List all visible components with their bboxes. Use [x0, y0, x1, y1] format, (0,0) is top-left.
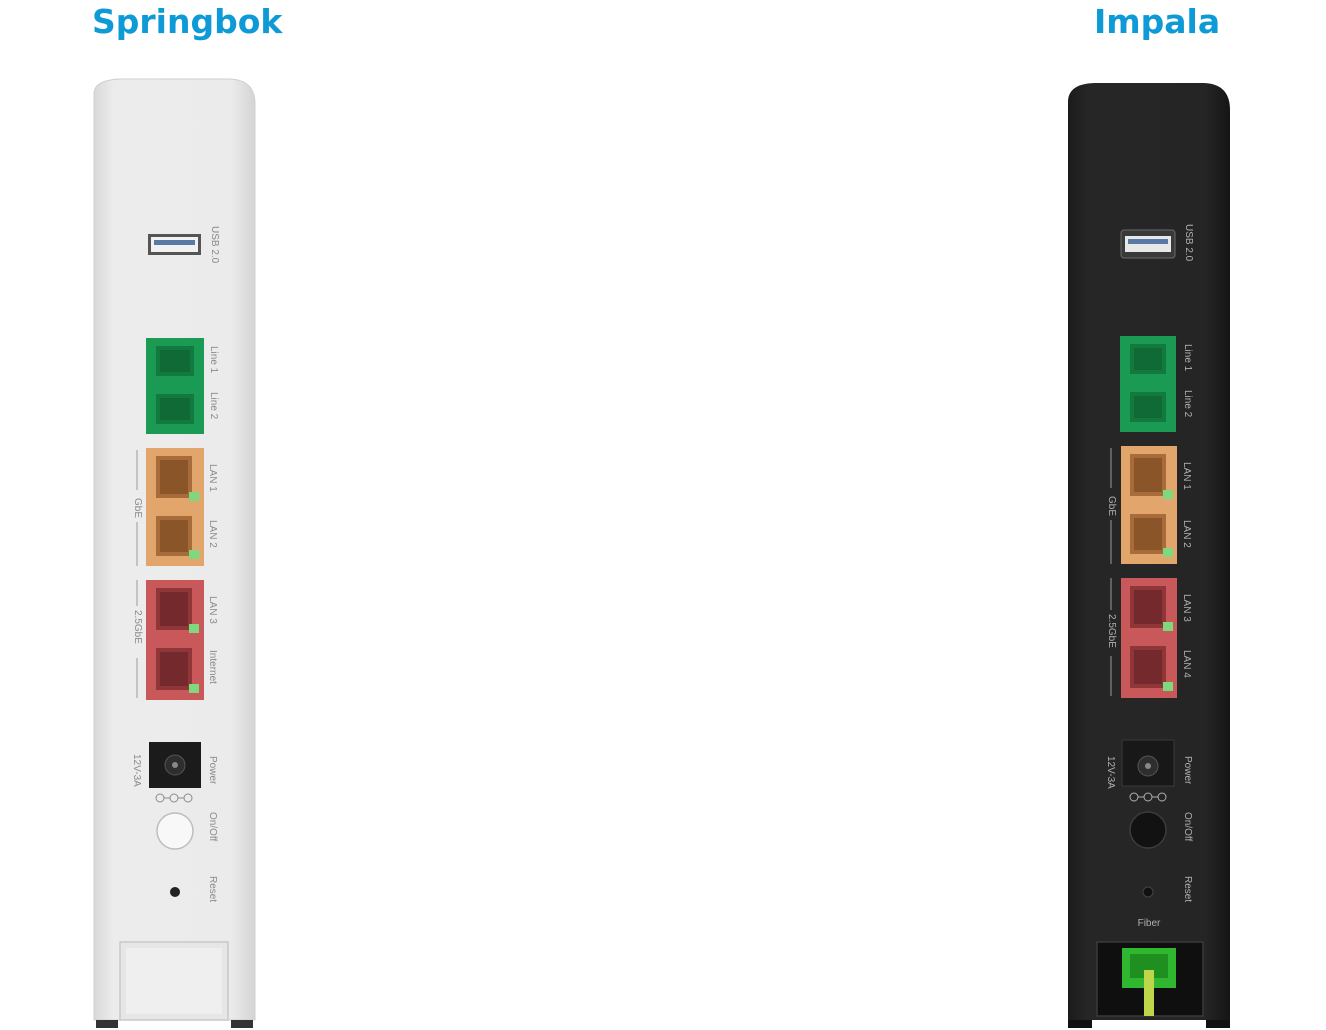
lan-2-led — [189, 550, 199, 559]
multi-gbe-group-label: 2.5GbE — [1106, 614, 1117, 648]
lan-1-led — [189, 492, 199, 501]
on-off-button[interactable] — [156, 812, 194, 850]
voltage-label: 12V-3A — [131, 754, 142, 787]
polarity-icon — [155, 793, 193, 803]
gbe-group-label: GbE — [1106, 496, 1117, 516]
usb-label: USB 2.0 — [209, 226, 220, 264]
on-off-label: On/Off — [207, 812, 218, 841]
fiber-port[interactable] — [1096, 941, 1204, 1017]
phone-jack-line-1[interactable] — [146, 338, 204, 386]
lan-1-port[interactable] — [146, 448, 204, 508]
power-label: Power — [207, 756, 218, 785]
reset-pinhole[interactable] — [170, 887, 180, 897]
internet-label: Internet — [207, 650, 218, 684]
lan-2-label: LAN 2 — [1181, 520, 1192, 548]
lan-4-label: LAN 4 — [1181, 650, 1192, 678]
lan-4-port[interactable] — [1121, 638, 1177, 698]
lan-4-led — [1163, 682, 1173, 691]
usb-label: USB 2.0 — [1183, 224, 1194, 262]
voltage-label: 12V-3A — [1105, 756, 1116, 789]
phone-jack-line-2[interactable] — [1120, 384, 1176, 432]
lan-2-label: LAN 2 — [207, 520, 218, 548]
lan-1-led — [1163, 490, 1173, 499]
internet-port[interactable] — [146, 640, 204, 700]
line-2-label: Line 2 — [208, 392, 219, 420]
power-jack[interactable] — [149, 742, 201, 788]
lan-1-label: LAN 1 — [1181, 462, 1192, 490]
fiber-label: Fiber — [1138, 918, 1161, 929]
reset-label: Reset — [1182, 876, 1193, 902]
impala-title: Impala — [1094, 2, 1221, 41]
line-2-label: Line 2 — [1182, 390, 1193, 418]
usb-port[interactable] — [148, 234, 201, 255]
lan-3-port[interactable] — [146, 580, 204, 640]
springbok-title: Springbok — [92, 2, 283, 41]
lan-3-led — [189, 624, 199, 633]
lan-1-port[interactable] — [1121, 446, 1177, 506]
springbok-router-rear: USB 2.0 Line 1 Line 2 GbE LAN 1 LAN 2 2.… — [90, 76, 260, 1030]
on-off-button[interactable] — [1129, 811, 1167, 849]
lan-3-led — [1163, 622, 1173, 631]
fiber-cable — [1144, 970, 1154, 1016]
lan-2-port[interactable] — [1121, 506, 1177, 564]
power-label: Power — [1182, 756, 1193, 785]
reset-pinhole[interactable] — [1142, 886, 1154, 898]
bottom-cover-plate — [119, 941, 229, 1021]
usb-port[interactable] — [1120, 229, 1176, 259]
impala-router-rear: USB 2.0 Line 1 Line 2 GbE LAN 1 LAN 2 2.… — [1064, 80, 1234, 1030]
internet-led — [189, 684, 199, 693]
power-jack[interactable] — [1121, 739, 1175, 787]
gbe-group-label: GbE — [132, 498, 143, 518]
reset-label: Reset — [207, 876, 218, 902]
lan-2-port[interactable] — [146, 508, 204, 566]
lan-3-label: LAN 3 — [1181, 594, 1192, 622]
line-1-label: Line 1 — [1182, 344, 1193, 372]
lan-2-led — [1163, 548, 1173, 557]
line-1-label: Line 1 — [208, 346, 219, 374]
phone-jack-line-1[interactable] — [1120, 336, 1176, 384]
polarity-icon — [1129, 792, 1167, 802]
lan-3-label: LAN 3 — [207, 596, 218, 624]
phone-jack-line-2[interactable] — [146, 386, 204, 434]
multi-gbe-group-label: 2.5GbE — [132, 610, 143, 644]
on-off-label: On/Off — [1182, 812, 1193, 841]
lan-3-port[interactable] — [1121, 578, 1177, 638]
lan-1-label: LAN 1 — [207, 464, 218, 492]
